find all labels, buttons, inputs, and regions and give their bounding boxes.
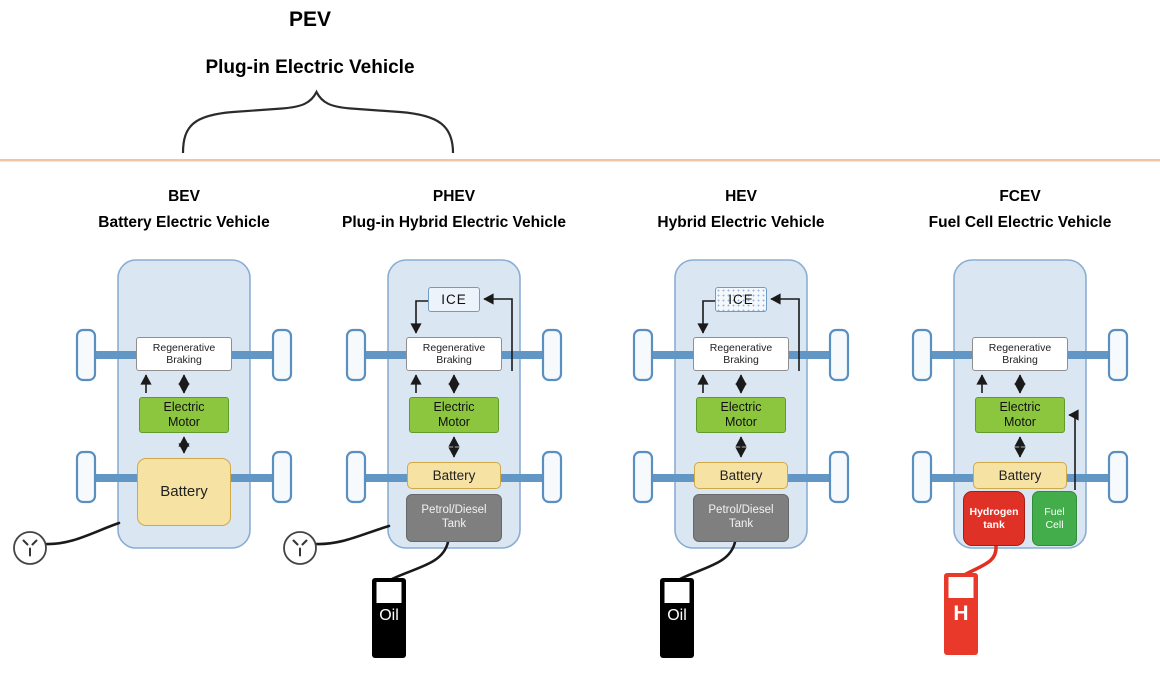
wheel <box>541 450 563 504</box>
bev-electric-motor-box: Electric Motor <box>139 397 229 433</box>
fcev-regenerative-braking-box: Regenerative Braking <box>972 337 1068 371</box>
fuelcell-label-line2: Cell <box>1045 518 1064 531</box>
regen-label-line1: Regenerative <box>152 341 216 354</box>
fuel-hose <box>390 540 450 581</box>
ice-right-link-arrow <box>770 293 800 371</box>
fuelcell-label-line1: Fuel <box>1044 506 1065 519</box>
wheel <box>75 450 97 504</box>
phev-battery-box: Battery <box>407 462 501 489</box>
wheel <box>828 450 850 504</box>
ice-left-link-arrow <box>697 300 715 334</box>
bev-title: BEV <box>168 188 200 205</box>
motor-label-line2: Motor <box>438 415 470 429</box>
hydrogen-label-line1: Hydrogen <box>969 506 1019 519</box>
wheel <box>345 450 367 504</box>
regen-label-line2: Braking <box>723 354 759 366</box>
fcev-car-graphic <box>911 259 1129 655</box>
tank-label-line2: Tank <box>728 518 754 530</box>
fuel-hose <box>678 540 737 581</box>
regen-label-line1: Regenerative <box>422 341 486 354</box>
motor-label-line2: Motor <box>1004 415 1036 429</box>
regen-label-line1: Regenerative <box>988 341 1052 354</box>
bev-regenerative-braking-box: Regenerative Braking <box>136 337 232 371</box>
tank-label-line1: Petrol/Diesel <box>708 504 774 517</box>
hydrogen-hose <box>964 544 998 576</box>
bev-battery-box: Battery <box>137 458 231 526</box>
hev-title: HEV <box>725 188 757 205</box>
pev-title: PEV <box>288 8 332 31</box>
wheel <box>632 450 654 504</box>
fcev-battery-box: Battery <box>973 462 1067 489</box>
wheel <box>911 450 933 504</box>
charging-cable <box>43 521 121 546</box>
hev-electric-motor-box: Electric Motor <box>696 397 786 433</box>
motor-label-line2: Motor <box>725 415 757 429</box>
regen-label-line2: Braking <box>436 354 472 366</box>
hydrogen-label-line2: tank <box>983 518 1005 531</box>
fuelcell-motor-arrow <box>1068 409 1079 490</box>
oil-pump-icon <box>660 578 694 658</box>
ice-label: ICE <box>728 291 754 307</box>
fcev-subtitle: Fuel Cell Electric Vehicle <box>928 214 1112 231</box>
wheel <box>828 328 850 382</box>
hev-ice-box: ICE <box>715 287 767 312</box>
power-plug-icon <box>283 531 317 565</box>
power-plug-icon <box>13 531 47 565</box>
motor-label-line2: Motor <box>168 415 200 429</box>
pev-subtitle: Plug-in Electric Vehicle <box>205 57 415 78</box>
hev-subtitle: Hybrid Electric Vehicle <box>657 214 825 231</box>
ice-left-link-arrow <box>410 300 428 334</box>
phev-fuel-tank-box: Petrol/Diesel Tank <box>406 494 502 542</box>
battery-label: Battery <box>719 467 763 483</box>
phev-ice-box: ICE <box>428 287 480 312</box>
phev-electric-motor-box: Electric Motor <box>409 397 499 433</box>
hev-oil-pump-label: Oil <box>667 607 687 624</box>
motor-label-line1: Electric <box>163 400 205 415</box>
wheel <box>541 328 563 382</box>
wheel <box>1107 328 1129 382</box>
fcev-fuel-cell-box: Fuel Cell <box>1032 491 1077 546</box>
fcev-title: FCEV <box>999 188 1041 205</box>
hev-car-graphic <box>632 259 850 658</box>
motor-label-line1: Electric <box>999 400 1041 415</box>
ice-right-link-arrow <box>483 293 513 371</box>
hydrogen-pump-icon <box>944 573 978 655</box>
charging-cable <box>313 524 391 546</box>
ice-label: ICE <box>441 291 467 307</box>
battery-label: Battery <box>432 467 476 483</box>
hev-regenerative-braking-box: Regenerative Braking <box>693 337 789 371</box>
regen-label-line1: Regenerative <box>709 341 773 354</box>
bev-subtitle: Battery Electric Vehicle <box>98 214 270 231</box>
wheel <box>75 328 97 382</box>
fcev-hydrogen-pump-label: H <box>953 602 969 625</box>
motor-label-line1: Electric <box>433 400 475 415</box>
wheel <box>345 328 367 382</box>
oil-pump-icon <box>372 578 406 658</box>
tank-label-line1: Petrol/Diesel <box>421 504 487 517</box>
hev-fuel-tank-box: Petrol/Diesel Tank <box>693 494 789 542</box>
motor-label-line1: Electric <box>720 400 762 415</box>
phev-title: PHEV <box>432 188 476 205</box>
phev-oil-pump-label: Oil <box>379 607 399 624</box>
phev-subtitle: Plug-in Hybrid Electric Vehicle <box>342 214 566 231</box>
wheel <box>271 450 293 504</box>
wheel <box>632 328 654 382</box>
wheel <box>271 328 293 382</box>
phev-regenerative-braking-box: Regenerative Braking <box>406 337 502 371</box>
regen-label-line2: Braking <box>1002 354 1038 366</box>
hev-battery-box: Battery <box>694 462 788 489</box>
pev-brace <box>181 89 455 154</box>
phev-car-graphic <box>283 259 563 658</box>
battery-label: Battery <box>160 483 208 501</box>
regen-label-line2: Braking <box>166 354 202 366</box>
fcev-hydrogen-tank-box: Hydrogen tank <box>963 491 1025 546</box>
battery-label: Battery <box>998 467 1042 483</box>
tank-label-line2: Tank <box>441 518 467 530</box>
wheel <box>1107 450 1129 504</box>
fcev-electric-motor-box: Electric Motor <box>975 397 1065 433</box>
divider-line <box>0 159 1160 162</box>
wheel <box>911 328 933 382</box>
